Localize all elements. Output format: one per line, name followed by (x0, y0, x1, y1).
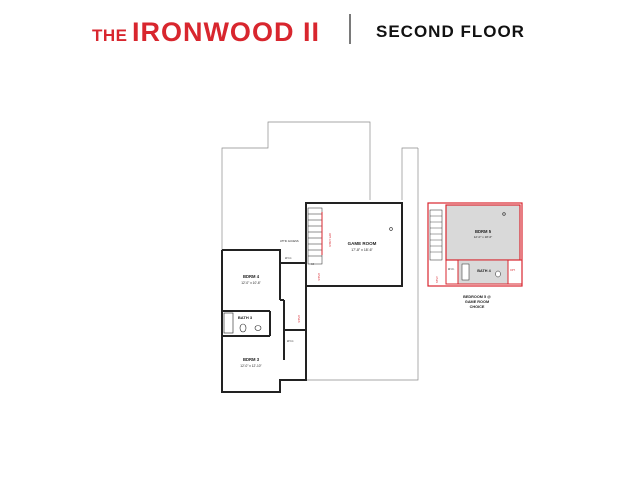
title-prefix: THE (92, 26, 128, 45)
title-name: IRONWOOD II (131, 17, 320, 47)
header: THE IRONWOOD II SECOND FLOOR (0, 0, 621, 60)
linen-label: LINEN (297, 315, 301, 323)
wic-bottom-label: W.I.C. (287, 339, 294, 343)
opt-right-label: OPT. (510, 269, 516, 272)
bdrm5-dims: 12'-0" x 18'-6" (474, 235, 492, 239)
linen-right-label: LINEN (435, 276, 438, 283)
stair-mark: 44 (311, 262, 314, 266)
toilet (239, 323, 247, 333)
opt-linen-label: OPT. LINEN (328, 233, 331, 247)
bath3-name: BATH 3 (238, 315, 253, 320)
option-caption-line2: GAME ROOM (465, 300, 489, 304)
bedroom5-option (427, 202, 523, 287)
linen-vertical-label: LINEN (317, 273, 321, 281)
floor-label: SECOND FLOOR (376, 22, 525, 41)
plan-title: THE IRONWOOD II (92, 19, 320, 46)
bdrm3-name: BDRM 3 (243, 357, 260, 362)
wic-top-label: W.I.C. (285, 256, 292, 260)
bdrm3-dims: 12'-0" x 12'-10" (240, 364, 261, 368)
option-caption-line3: CHOICE (470, 305, 485, 309)
option-caption-line1: BEDROOM 5 @ (463, 295, 491, 299)
bath3: BATH 3 (223, 312, 262, 334)
sink (254, 325, 262, 331)
bdrm4-name: BDRM 4 (243, 274, 260, 279)
bath4-toilet (495, 270, 501, 278)
bedroom-wing (221, 249, 307, 393)
attic-access-label: ATTIC ACCESS (280, 239, 299, 243)
bathtub (223, 312, 234, 334)
light-fixture (389, 227, 393, 231)
game-room-dims: 17'-8" x 18'-6" (351, 248, 373, 252)
bath4-tub (461, 263, 470, 281)
wic-bdrm5-label: W.I.C. (448, 268, 455, 271)
bdrm5-name: BDRM 5 (475, 229, 492, 234)
game-room-name: GAME ROOM (348, 241, 377, 246)
bath4-name: BATH 4 (477, 269, 491, 273)
header-divider (349, 14, 351, 44)
staircase (307, 207, 323, 265)
bdrm4-dims: 12'-0" x 10'-6" (241, 281, 261, 285)
